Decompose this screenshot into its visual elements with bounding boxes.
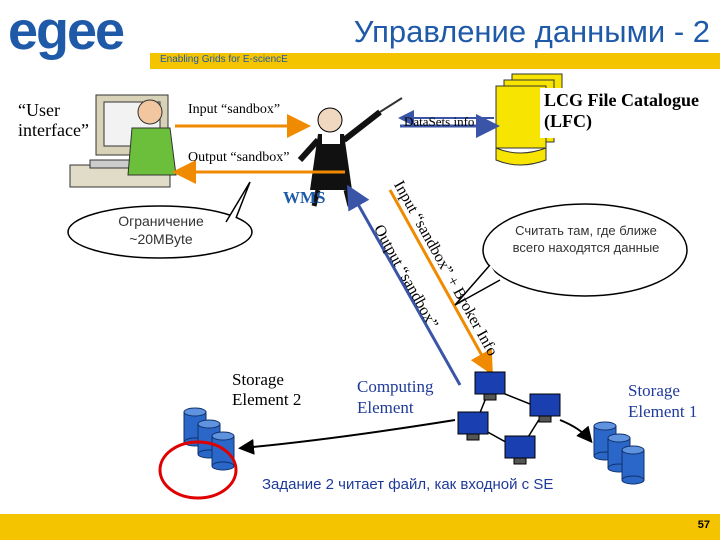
computing-element-icon <box>457 371 561 465</box>
input-sandbox-label: Input “sandbox” <box>188 102 281 117</box>
lfc-label: LCG File Catalogue (LFC) <box>544 90 699 131</box>
wms-conductor-icon <box>297 97 403 207</box>
lfc-documents-icon <box>495 73 716 166</box>
compute-near-note: Считать там, где ближе всего находятся д… <box>512 223 660 255</box>
user-interface-label: “User interface” <box>18 100 89 140</box>
storage-element-2-icon <box>183 407 235 471</box>
se1-label: Storage Element 1 <box>628 381 698 421</box>
page-title: Управление данными - 2 <box>353 14 710 49</box>
output-sandbox-label: Output “sandbox” <box>188 150 290 165</box>
tagline: Enabling Grids for E-sciencE <box>160 54 288 65</box>
egee-logo: egee <box>8 1 125 61</box>
wms-label: WMS <box>283 188 326 207</box>
ce-label: Computing Element <box>357 377 434 417</box>
datasets-info-label: DataSets info <box>404 114 475 129</box>
tagline-bar <box>150 53 720 69</box>
limit-note: Ограничение ~20MByte <box>118 213 204 247</box>
footer-bar <box>0 514 720 540</box>
storage-element-1-icon <box>593 421 645 485</box>
user-computer-icon <box>69 94 177 188</box>
se2-label: Storage Element 2 <box>232 370 302 409</box>
page-number: 57 <box>697 519 710 531</box>
header <box>0 0 720 58</box>
task-note: Задание 2 читает файл, как входной с SE <box>262 476 554 493</box>
